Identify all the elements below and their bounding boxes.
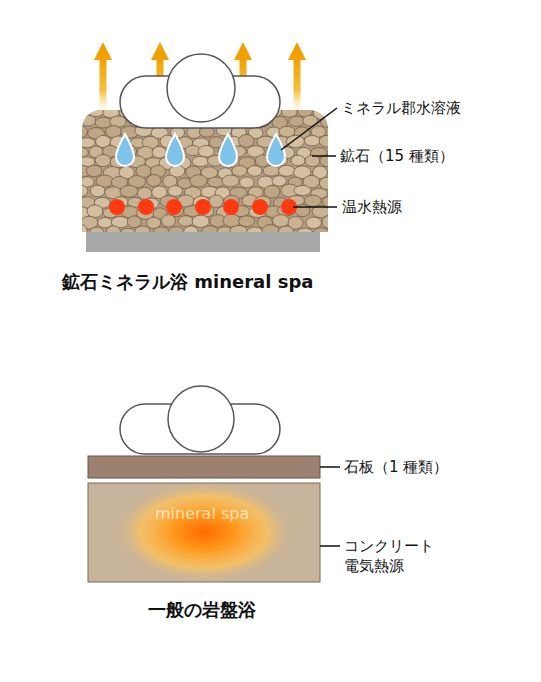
caption: 鉱石ミネラル浴 mineral spa <box>62 270 313 294</box>
pebble <box>223 214 240 227</box>
pebble <box>87 205 103 218</box>
pebble <box>289 116 304 126</box>
leader-lines <box>320 467 340 546</box>
pebble <box>247 227 264 238</box>
person-figure <box>120 386 280 454</box>
pebble <box>319 135 335 147</box>
pebble <box>90 185 105 197</box>
pebble <box>278 165 294 176</box>
pebble <box>127 216 141 228</box>
pebble <box>239 216 255 227</box>
pebble <box>264 185 280 198</box>
pebble <box>120 185 138 197</box>
watermark: mineral spa <box>155 504 249 524</box>
pebble <box>222 175 239 187</box>
pebble <box>294 186 311 196</box>
base-plate <box>86 230 320 252</box>
pebble <box>72 147 88 157</box>
callout-label: ミネラル郡水溶液 <box>341 98 461 118</box>
pebble <box>190 175 207 187</box>
pebble <box>295 204 310 216</box>
pebble <box>95 154 111 166</box>
pebble <box>161 215 175 227</box>
pebble <box>106 226 120 237</box>
pebble <box>168 186 183 197</box>
pebble <box>304 195 321 206</box>
pebble <box>322 216 337 229</box>
pebble <box>282 107 298 118</box>
pebble <box>78 138 95 148</box>
pebble <box>184 226 199 239</box>
pebble <box>322 197 336 207</box>
pebble <box>178 216 193 227</box>
pebble <box>72 185 88 197</box>
pebble <box>232 166 247 177</box>
pebble <box>73 107 87 118</box>
pebble <box>306 217 322 229</box>
callout-label: 温水熱源 <box>342 197 402 217</box>
pebble <box>135 226 150 236</box>
pebble <box>153 227 169 238</box>
pebble <box>319 177 333 189</box>
pebble <box>278 226 293 238</box>
pebble <box>192 215 209 227</box>
pebble <box>230 226 248 236</box>
pebble <box>304 136 320 146</box>
pebble <box>73 126 87 139</box>
pebble <box>81 115 96 126</box>
pebble <box>262 225 279 238</box>
pebble <box>121 228 136 238</box>
pebble <box>168 227 185 239</box>
pebble <box>137 187 152 199</box>
leader-lines <box>281 108 337 207</box>
pebble <box>297 228 313 238</box>
pebble <box>90 227 104 238</box>
pebble <box>147 175 161 187</box>
hot-water-dots <box>109 199 297 215</box>
stone-slab <box>88 456 320 478</box>
pebble <box>73 224 88 236</box>
pebble <box>240 177 254 188</box>
callout-label: 鉱石（15 種類） <box>340 146 454 166</box>
electric-heat-glow <box>112 480 296 584</box>
pebble <box>272 176 286 187</box>
pebble <box>209 195 223 208</box>
pebble <box>198 146 214 158</box>
person-figure <box>120 54 280 128</box>
pebble <box>291 155 305 166</box>
pebble <box>86 165 101 177</box>
callout-label: コンクリート 電気熱源 <box>344 536 448 576</box>
caption: 一般の岩盤浴 <box>148 598 256 622</box>
pebble <box>305 155 320 166</box>
callout-label: 石板（1 種類） <box>344 457 448 477</box>
pebble <box>201 226 218 238</box>
pebble <box>192 156 209 166</box>
pebble <box>152 146 166 158</box>
pebble <box>239 135 255 148</box>
pebble <box>286 135 304 147</box>
water-drops <box>116 134 285 166</box>
pebble <box>313 228 329 239</box>
pebble <box>263 166 280 177</box>
pebble <box>247 166 262 177</box>
